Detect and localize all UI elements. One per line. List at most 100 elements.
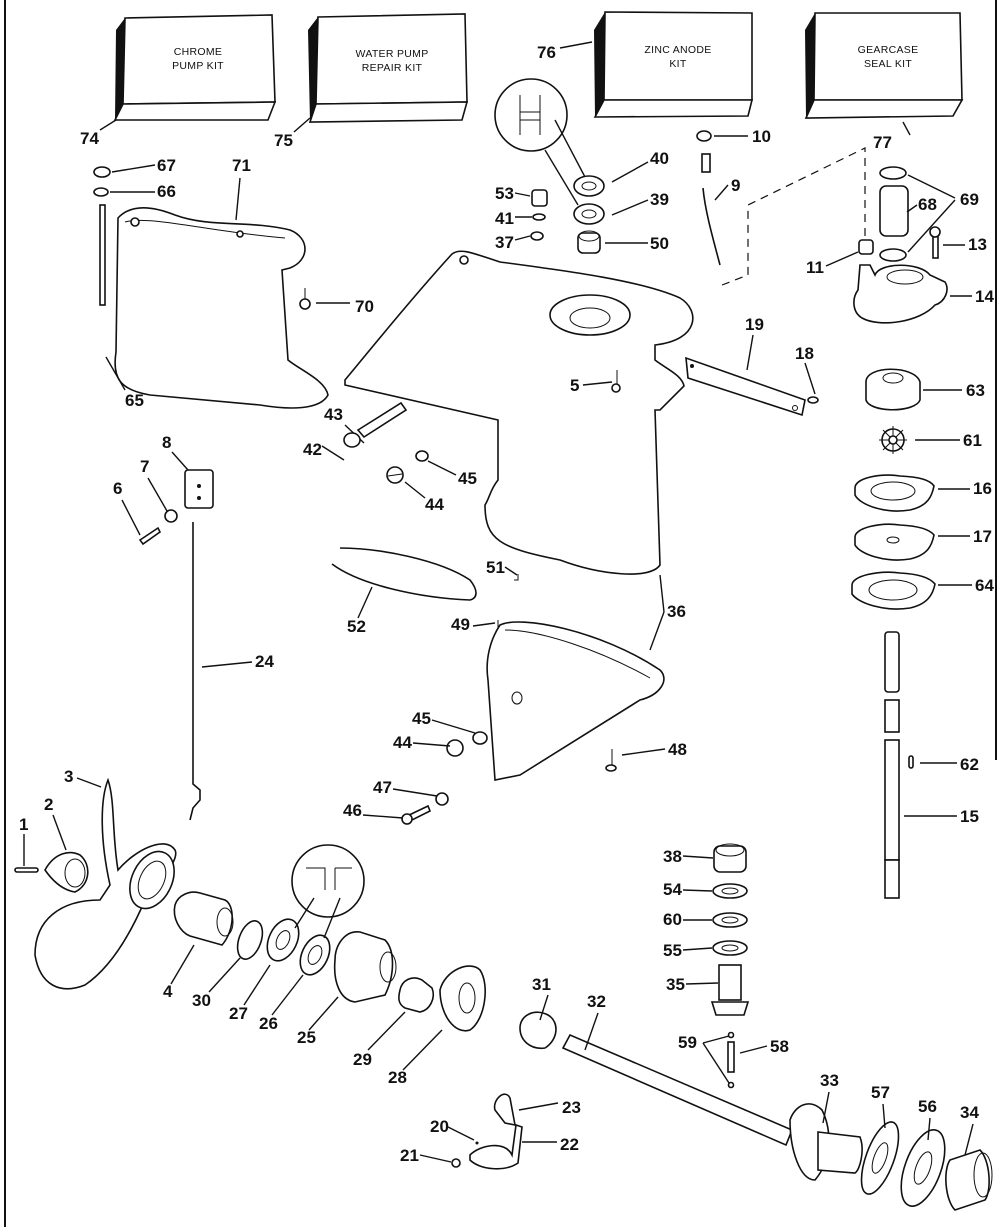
callout-24: 24 xyxy=(255,652,274,671)
part-51-clip[interactable] xyxy=(514,574,519,581)
part-47-washer[interactable] xyxy=(435,792,449,806)
part-10-grommet[interactable] xyxy=(696,130,712,142)
part-8-connector[interactable] xyxy=(184,469,214,509)
part-33-reverse-gear[interactable] xyxy=(789,1103,863,1181)
part-4-thrust-bushing[interactable] xyxy=(173,891,234,946)
callout-77: 77 xyxy=(873,133,892,152)
part-55-thrust-washer[interactable] xyxy=(712,940,748,956)
part-68-water-tube-grommet[interactable] xyxy=(879,185,909,237)
part-36-gearcase-upper[interactable] xyxy=(344,250,694,575)
part-24-shift-rod[interactable] xyxy=(189,522,201,821)
callout-2: 2 xyxy=(44,795,53,814)
part-69-o-ring-bottom[interactable] xyxy=(879,248,907,262)
part-22-shift-lever[interactable] xyxy=(469,1123,523,1170)
part-16-gasket[interactable] xyxy=(854,474,935,512)
part-57-thrust-bearing[interactable] xyxy=(854,1118,906,1199)
callout-31: 31 xyxy=(532,975,551,994)
callout-8: 8 xyxy=(162,433,171,452)
kit-label-line2: KIT xyxy=(669,58,687,70)
part-56-thrust-washer[interactable] xyxy=(892,1124,953,1211)
part-70-screw[interactable] xyxy=(299,288,311,310)
part-36-gearcase-lower[interactable] xyxy=(486,621,665,781)
part-13-screw[interactable] xyxy=(929,226,941,259)
part-42-plug[interactable] xyxy=(343,432,361,448)
part-53-bushing[interactable] xyxy=(531,189,548,207)
part-65-stud[interactable] xyxy=(99,204,106,306)
part-29-bearing[interactable] xyxy=(398,977,435,1013)
part-6-screw[interactable] xyxy=(138,526,162,546)
callout-50: 50 xyxy=(650,234,669,253)
part-35-pinion-gear[interactable] xyxy=(710,964,750,1016)
part-40-seal[interactable] xyxy=(573,175,605,197)
callout-33: 33 xyxy=(820,1071,839,1090)
part-2-prop-nut[interactable] xyxy=(44,851,89,893)
callout-28: 28 xyxy=(388,1068,407,1087)
part-44-screw-lower[interactable] xyxy=(446,739,464,757)
part-45-washer-lower[interactable] xyxy=(472,731,488,745)
part-15-drive-shaft[interactable] xyxy=(884,631,900,899)
part-50-bushing[interactable] xyxy=(577,230,601,254)
callout-61: 61 xyxy=(963,431,982,450)
callout-23: 23 xyxy=(562,1098,581,1117)
part-45-washer[interactable] xyxy=(415,450,429,462)
callout-38: 38 xyxy=(663,847,682,866)
part-34-bearing[interactable] xyxy=(945,1149,993,1211)
callout-57: 57 xyxy=(871,1083,890,1102)
part-30-o-ring[interactable] xyxy=(233,917,267,962)
part-17-plate[interactable] xyxy=(854,523,935,561)
part-5-screw[interactable] xyxy=(611,370,621,393)
kit-label-line2: SEAL KIT xyxy=(864,58,912,70)
callout-44-lower: 44 xyxy=(393,733,412,752)
part-19-anode-plate[interactable] xyxy=(685,356,806,417)
part-27-seal[interactable] xyxy=(261,914,305,966)
part-41-washer[interactable] xyxy=(532,213,546,221)
part-39-seal[interactable] xyxy=(573,203,605,225)
part-64-gasket[interactable] xyxy=(851,571,936,610)
part-54-thrust-washer[interactable] xyxy=(712,883,748,899)
part-18-screw[interactable] xyxy=(807,396,819,404)
part-61-impeller[interactable] xyxy=(879,426,907,454)
part-25-bearing-housing[interactable] xyxy=(333,931,397,1003)
part-63-impeller-housing-liner[interactable] xyxy=(865,368,921,411)
part-44-drain-screw[interactable] xyxy=(386,466,404,484)
part-9-water-tube[interactable] xyxy=(701,153,721,266)
kit-box-zinc-anode[interactable]: ZINC ANODE KIT xyxy=(593,11,754,118)
part-66-washer[interactable] xyxy=(93,187,109,197)
kit-box-chrome-pump[interactable]: CHROME PUMP KIT xyxy=(113,14,277,121)
part-58-spring[interactable] xyxy=(727,1041,735,1073)
kit-box-water-pump-repair[interactable]: WATER PUMP REPAIR KIT xyxy=(308,13,469,123)
callout-71: 71 xyxy=(232,156,251,175)
callout-14: 14 xyxy=(975,287,994,306)
part-60-thrust-bearing[interactable] xyxy=(712,912,748,928)
part-28-forward-gear[interactable] xyxy=(439,965,486,1032)
part-37-washer[interactable] xyxy=(530,231,544,241)
part-62-key[interactable] xyxy=(908,755,914,769)
part-52-seal-strip[interactable] xyxy=(331,547,477,601)
part-71-exhaust-housing[interactable] xyxy=(114,207,329,409)
kit-label-line1: CHROME xyxy=(174,46,222,58)
part-7-washer[interactable] xyxy=(164,509,178,523)
callout-68: 68 xyxy=(918,195,937,214)
part-31-clutch-dog[interactable] xyxy=(519,1011,557,1050)
callout-7: 7 xyxy=(140,457,149,476)
part-43-pin[interactable] xyxy=(356,401,408,439)
part-21-pin[interactable] xyxy=(451,1158,461,1168)
kit-label-line1: ZINC ANODE xyxy=(644,44,711,56)
part-48-screw[interactable] xyxy=(605,749,617,772)
kit-box-gearcase-seal[interactable]: GEARCASE SEAL KIT xyxy=(804,12,964,119)
part-67-nut[interactable] xyxy=(93,166,111,178)
callout-65: 65 xyxy=(125,391,144,410)
part-38-bearing[interactable] xyxy=(713,843,747,873)
part-69-o-ring-top[interactable] xyxy=(879,166,907,180)
part-26-seal[interactable] xyxy=(294,930,335,979)
callout-10: 10 xyxy=(752,127,771,146)
part-11-grommet[interactable] xyxy=(858,239,874,255)
part-1-cotter-pin[interactable] xyxy=(14,867,39,873)
part-3-propeller[interactable] xyxy=(34,777,183,990)
part-46-screw[interactable] xyxy=(401,804,432,825)
part-23-shifter-fork[interactable] xyxy=(493,1093,517,1127)
part-59-detent-balls[interactable] xyxy=(727,1031,735,1089)
part-14-pump-housing[interactable] xyxy=(853,264,948,324)
callout-21: 21 xyxy=(400,1146,419,1165)
part-20-pin[interactable] xyxy=(475,1141,479,1145)
